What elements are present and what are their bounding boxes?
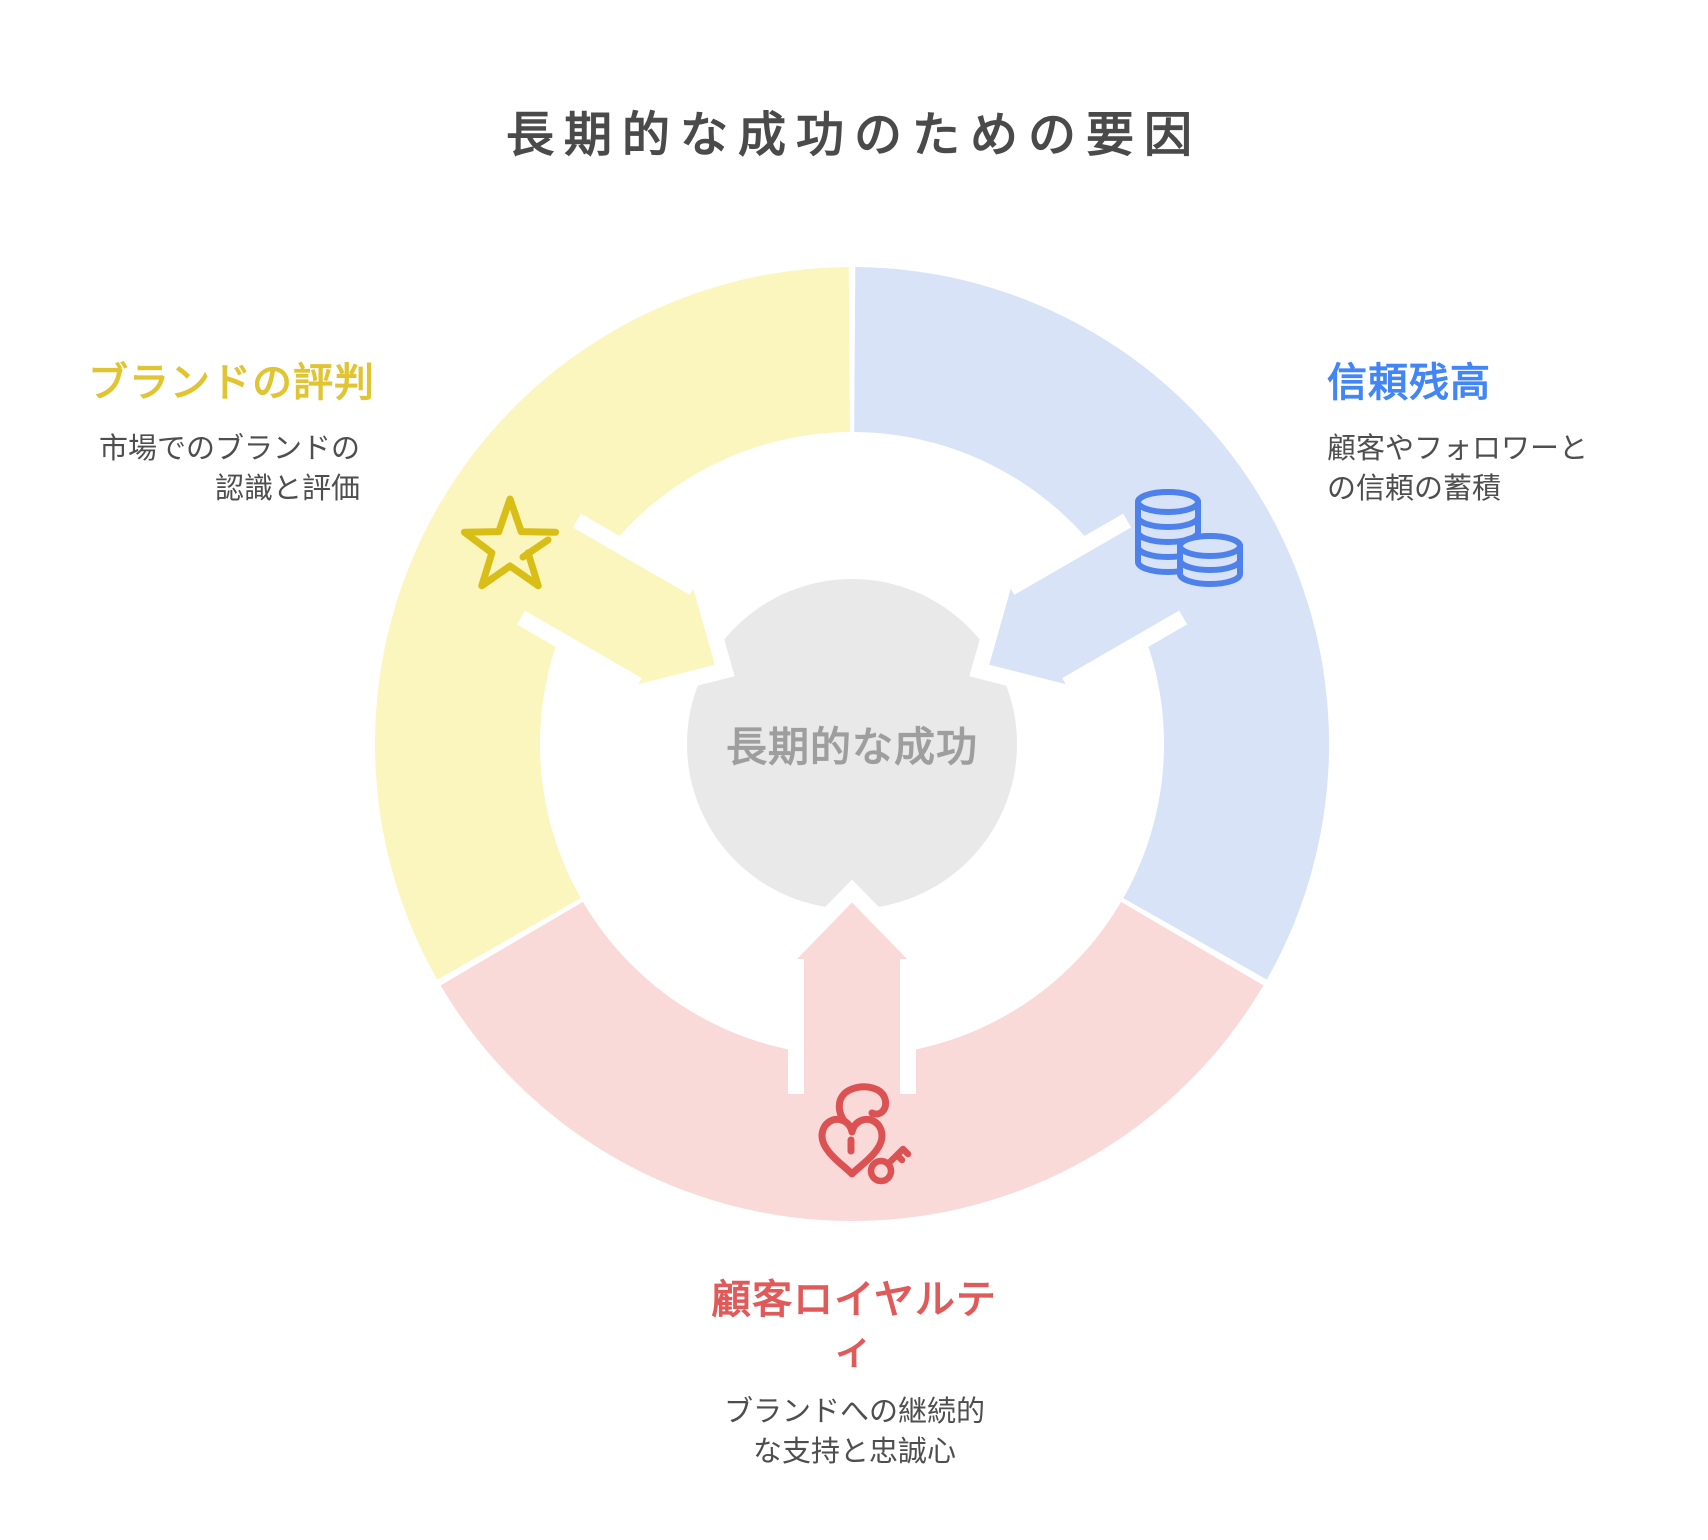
page-title: 長期的な成功のための要因 xyxy=(505,109,1202,162)
factor-label-trust-balance: 信頼残高 xyxy=(1327,361,1491,405)
factor-label-brand-reputation: ブランドの評判 xyxy=(88,361,375,405)
factor-desc-brand-reputation: 市場でのブランドの認識と評価 xyxy=(98,433,360,505)
coins-icon xyxy=(1135,489,1243,587)
lock-shackle xyxy=(835,1083,890,1130)
arrow-brand-reputation xyxy=(516,513,735,710)
ring-segment-trust-balance xyxy=(854,267,1330,980)
arrow-trust-balance xyxy=(969,513,1188,710)
factor-desc-trust-balance: 顧客やフォロワーとの信頼の蓄積 xyxy=(1327,433,1589,505)
center-label: 長期的な成功 xyxy=(726,724,978,770)
key-shaft xyxy=(884,1145,912,1168)
heart-lock-icon xyxy=(818,1083,912,1185)
star-icon xyxy=(460,495,560,590)
key-bow xyxy=(867,1157,895,1185)
ring-segment-brand-reputation xyxy=(374,267,850,980)
center-circle xyxy=(687,579,1017,909)
arrow-customer-loyalty xyxy=(759,879,945,1094)
factor-desc-customer-loyalty: ブランドへの継続的な支持と忠誠心 xyxy=(723,1396,985,1468)
factor-label-customer-loyalty: 顧客ロイヤルティ xyxy=(711,1278,997,1372)
